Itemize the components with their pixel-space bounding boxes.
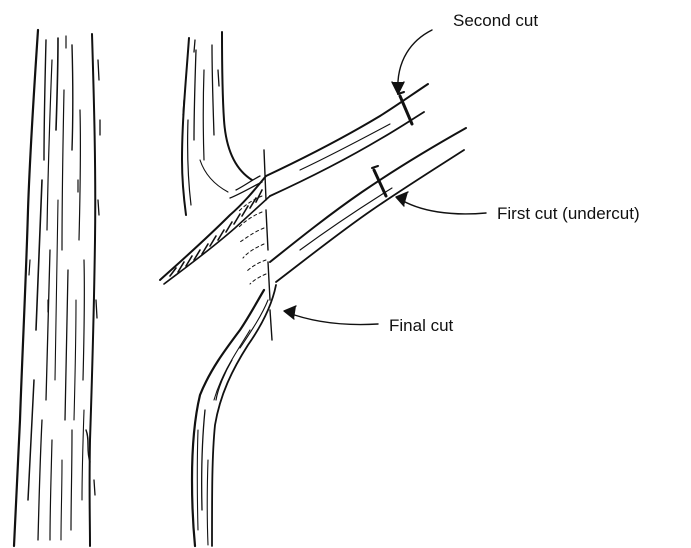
left-tree-trunk	[14, 30, 100, 546]
upper-branch	[266, 84, 428, 196]
final-cut-label: Final cut	[389, 317, 453, 334]
first-cut-mark	[372, 166, 386, 196]
first-cut-arrow	[396, 192, 486, 214]
branch-collar	[160, 176, 270, 284]
first-cut-label: First cut (undercut)	[497, 205, 640, 222]
final-cut-arrow	[284, 306, 378, 325]
right-tree-trunk	[182, 32, 276, 546]
second-cut-label: Second cut	[453, 12, 538, 29]
lower-branch	[270, 128, 466, 282]
